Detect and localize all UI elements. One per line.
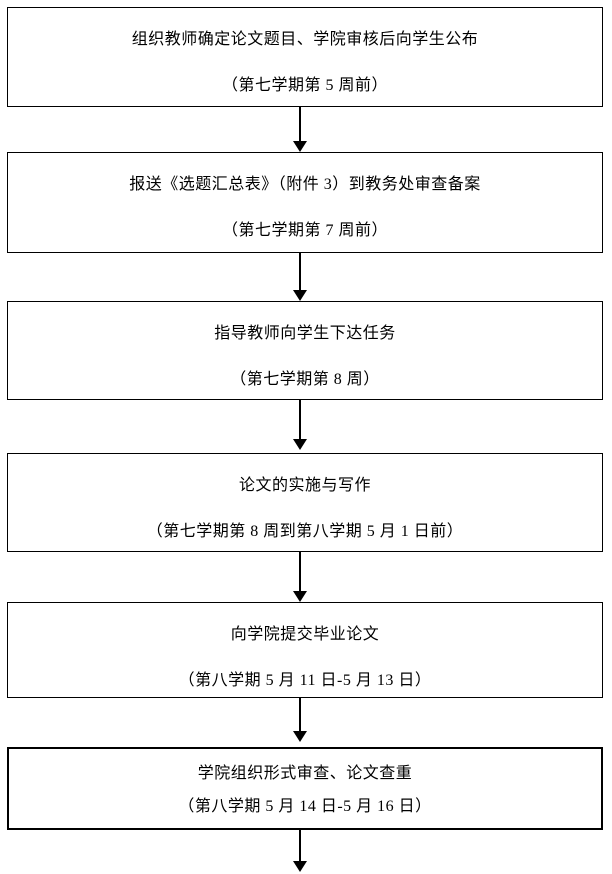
arrow-stem bbox=[299, 253, 301, 290]
flow-step-5-title: 向学院提交毕业论文 bbox=[230, 626, 380, 643]
flow-step-4: 论文的实施与写作 （第七学期第 8 周到第八学期 5 月 1 日前） bbox=[7, 453, 603, 552]
arrow-stem bbox=[299, 107, 301, 141]
down-arrow-5 bbox=[292, 698, 308, 742]
arrow-stem bbox=[299, 552, 301, 591]
flow-step-4-time: （第七学期第 8 周到第八学期 5 月 1 日前） bbox=[146, 523, 464, 540]
flow-step-1-title: 组织教师确定论文题目、学院审核后向学生公布 bbox=[131, 31, 479, 48]
flow-step-2-time: （第七学期第 7 周前） bbox=[221, 222, 388, 239]
flow-step-5: 向学院提交毕业论文 （第八学期 5 月 11 日-5 月 13 日） bbox=[7, 602, 603, 698]
arrow-head-icon bbox=[293, 141, 307, 152]
arrow-stem bbox=[299, 698, 301, 731]
flow-step-1: 组织教师确定论文题目、学院审核后向学生公布 （第七学期第 5 周前） bbox=[7, 7, 603, 107]
flow-step-3-title: 指导教师向学生下达任务 bbox=[214, 325, 396, 342]
flow-step-6-title: 学院组织形式审查、论文查重 bbox=[197, 765, 413, 782]
flow-step-6-time: （第八学期 5 月 14 日-5 月 16 日） bbox=[178, 798, 432, 815]
flow-step-2: 报送《选题汇总表》（附件 3）到教务处审查备案 （第七学期第 7 周前） bbox=[7, 152, 603, 253]
flow-step-3-time: （第七学期第 8 周） bbox=[230, 371, 380, 388]
arrow-stem bbox=[299, 400, 301, 439]
flow-step-5-time: （第八学期 5 月 11 日-5 月 13 日） bbox=[178, 672, 432, 689]
arrow-head-icon bbox=[293, 439, 307, 450]
arrow-head-icon bbox=[293, 731, 307, 742]
flow-step-6: 学院组织形式审查、论文查重 （第八学期 5 月 14 日-5 月 16 日） bbox=[7, 747, 603, 830]
arrow-head-icon bbox=[293, 290, 307, 301]
down-arrow-1 bbox=[292, 107, 308, 152]
arrow-head-icon bbox=[293, 591, 307, 602]
flow-step-1-time: （第七学期第 5 周前） bbox=[221, 77, 388, 94]
flow-step-4-title: 论文的实施与写作 bbox=[238, 477, 371, 494]
arrow-head-icon bbox=[293, 861, 307, 872]
flow-step-2-title: 报送《选题汇总表》（附件 3）到教务处审查备案 bbox=[129, 176, 481, 193]
down-arrow-6 bbox=[292, 830, 308, 872]
down-arrow-3 bbox=[292, 400, 308, 450]
arrow-stem bbox=[299, 830, 301, 861]
down-arrow-2 bbox=[292, 253, 308, 301]
down-arrow-4 bbox=[292, 552, 308, 602]
flow-step-3: 指导教师向学生下达任务 （第七学期第 8 周） bbox=[7, 301, 603, 400]
